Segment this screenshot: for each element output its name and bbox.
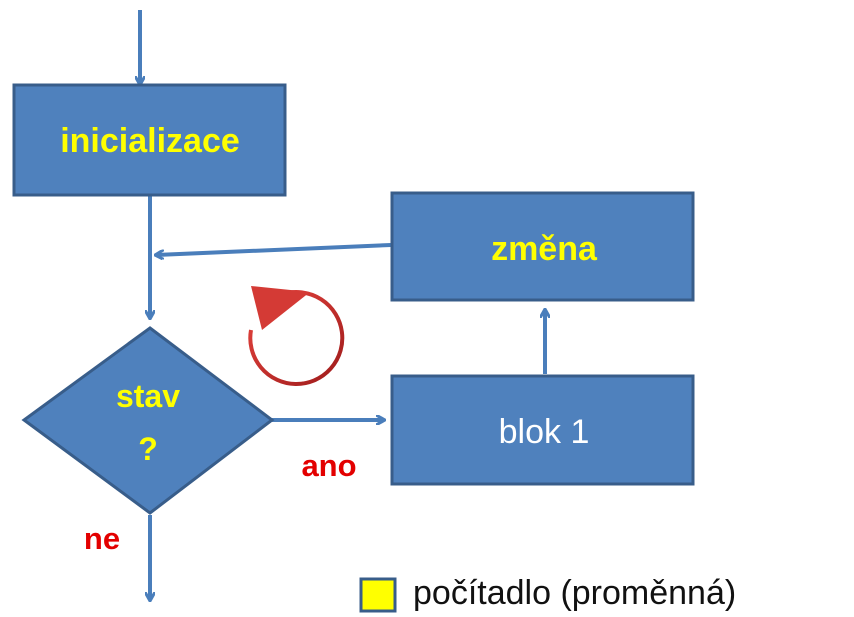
change-node: změna bbox=[390, 191, 695, 302]
condition-label: stav bbox=[116, 378, 180, 414]
change-label: změna bbox=[491, 230, 598, 268]
no-label: ne bbox=[84, 521, 120, 556]
change-to-join-arrow bbox=[156, 243, 392, 255]
loop-cycle-icon bbox=[248, 286, 345, 386]
legend-label: počítadlo (proměnná) bbox=[413, 574, 736, 612]
init-node: inicializace bbox=[12, 83, 287, 197]
connectors bbox=[140, 10, 545, 600]
block-label: blok 1 bbox=[499, 413, 590, 451]
init-label: inicializace bbox=[60, 122, 240, 160]
legend: počítadlo (proměnná) bbox=[359, 574, 736, 613]
legend-swatch bbox=[359, 577, 397, 613]
condition-node: stav ? bbox=[21, 326, 275, 515]
block-node: blok 1 bbox=[390, 374, 695, 486]
yes-label: ano bbox=[301, 448, 356, 483]
condition-question: ? bbox=[138, 431, 158, 467]
